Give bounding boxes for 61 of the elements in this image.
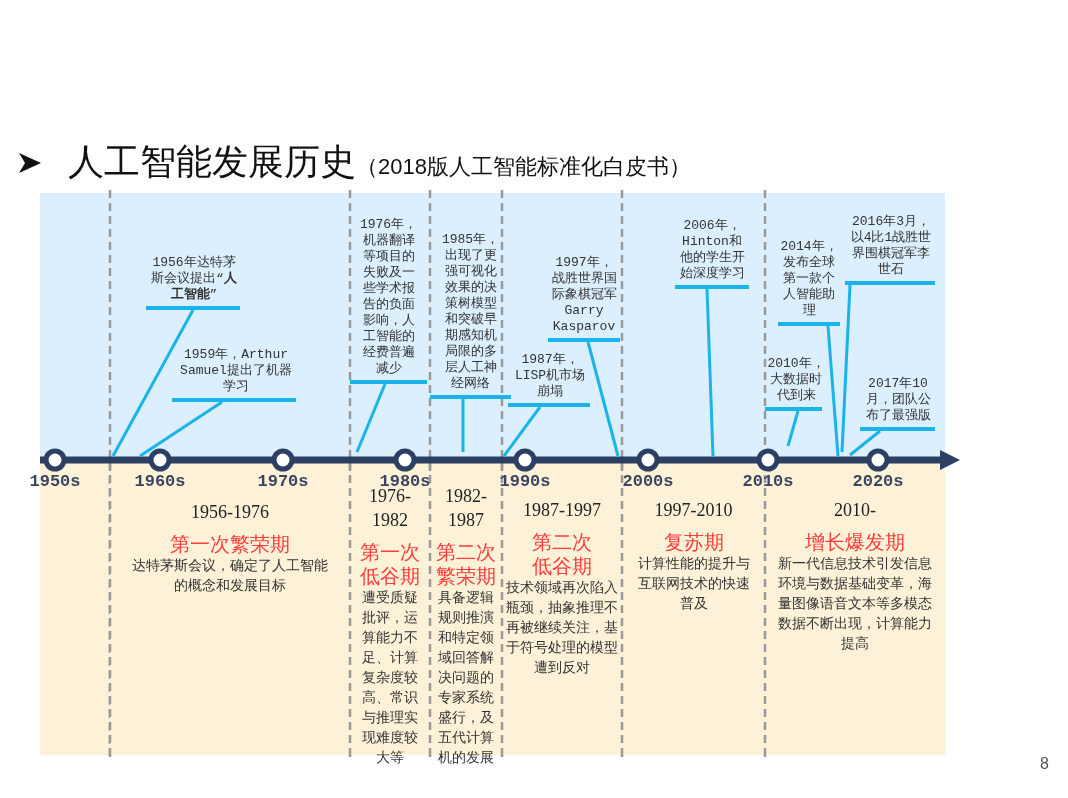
period-name: 第二次繁荣期	[435, 540, 497, 588]
event-text: 1987年，LISP机市场崩塌	[513, 352, 587, 400]
decade-label: 1990s	[498, 472, 552, 491]
event-text: 1959年，Arthur Samuel提出了机器学习	[179, 347, 293, 395]
event-text: 1976年，机器翻译等项目的失败及一些学术报告的负面影响，人工智能的经费普遍减少	[358, 217, 419, 377]
underlined-callout	[860, 376, 935, 431]
period-name: 第一次繁荣期	[170, 532, 290, 556]
leader-line	[502, 406, 542, 457]
underlined-callout	[430, 232, 511, 399]
slide-title: 人工智能发展历史	[68, 141, 356, 184]
event-text: 2010年，大数据时代到来	[767, 356, 825, 404]
period-years: 2010-	[834, 499, 876, 522]
event-text: 1985年，出现了更强可视化效果的决策树模型和突破早期感知机局限的多层人工神经网络	[440, 232, 501, 392]
event-text: 2016年3月，以4比1战胜世界围棋冠军李世石	[849, 214, 933, 278]
period-name: 第一次低谷期	[359, 540, 421, 588]
leader-line	[355, 383, 387, 453]
decade-label: 2020s	[851, 472, 905, 491]
decade-label: 1970s	[256, 472, 310, 491]
period-years: 1987-1997	[523, 499, 601, 522]
decade-label: 1960s	[133, 472, 187, 491]
decade-label: 1950s	[28, 472, 82, 491]
period-panel	[502, 474, 622, 755]
period-description: 新一代信息技术引发信息环境与数据基础变革，海量图像语音文本等多模态数据不断出现，计算能力提高	[777, 555, 933, 653]
leader-line	[461, 399, 465, 452]
decade-label: 2010s	[741, 472, 795, 491]
period-years: 1956-1976	[191, 501, 269, 524]
underlined-callout	[845, 214, 935, 285]
event-text: 2014年，发布全球第一款个人智能助理	[780, 239, 838, 319]
leader-line	[586, 341, 620, 457]
period-description: 具备逻辑规则推演和特定领域回答解决问题的专家系统盛行，及五代计算机的发展	[437, 589, 495, 767]
event-text: 2017年10月，团队公布了最强版	[864, 376, 932, 424]
period-panel	[110, 474, 350, 755]
event-text: 1956年达特茅斯会议提出“人工智能”	[150, 255, 238, 303]
leader-line	[849, 429, 881, 457]
period-name: 增长爆发期	[805, 530, 905, 554]
leader-line	[139, 400, 223, 458]
leader-line	[111, 309, 195, 457]
page-number: 8	[1040, 755, 1049, 773]
period-description: 计算性能的提升与互联网技术的快速普及	[637, 555, 750, 613]
period-name: 复苏期	[663, 530, 724, 554]
period-years: 1976-1982	[368, 486, 412, 532]
leader-line	[705, 288, 715, 457]
period-years: 1982-1987	[444, 485, 488, 532]
leader-line	[826, 325, 840, 457]
leader-line	[840, 284, 852, 453]
underlined-callout	[146, 255, 240, 310]
period-years: 1997-2010	[654, 499, 733, 522]
period-description: 达特茅斯会议，确定了人工智能的概念和发展目标	[131, 557, 329, 595]
event-text: 2006年，Hinton和他的学生开始深度学习	[678, 218, 746, 282]
event-text: 1997年，战胜世界国际象棋冠军Garry Kasparov	[550, 255, 618, 335]
underlined-callout	[172, 347, 296, 402]
period-description: 遭受质疑批评，运算能力不足、计算复杂度较高、常识与推理实现难度较大等	[361, 589, 419, 767]
decade-label: 2000s	[621, 472, 675, 491]
underlined-callout	[350, 217, 427, 384]
subtitle-source: （2018版人工智能标准化白皮书）	[356, 153, 691, 181]
underlined-callout	[508, 352, 590, 407]
leader-line	[786, 410, 800, 447]
underlined-callout	[675, 218, 749, 289]
underlined-callout	[765, 356, 822, 411]
period-description: 技术领域再次陷入瓶颈，抽象推理不再被继续关注，基于符号处理的模型遭到反对	[506, 579, 618, 677]
period-name: 第二次低谷期	[531, 530, 593, 578]
